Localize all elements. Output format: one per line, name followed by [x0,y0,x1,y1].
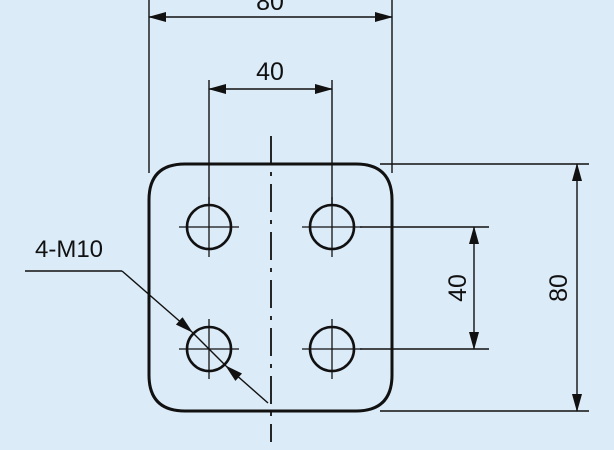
top-overall-dimension-text: 80 [256,0,284,16]
right-overall-dimension-text: 80 [545,274,573,302]
thread-callout-lower-leader [225,365,269,404]
thread-callout-text: 4-M10 [35,236,103,263]
right-hole-spacing-dimension-text: 40 [444,274,472,302]
plate-view [147,136,394,442]
right-overall-dimension: 80 [380,163,589,412]
thread-callout: 4-M10 [25,236,269,404]
right-hole-spacing-dimension: 40 [360,226,489,350]
thread-callout-diagonal-leader [121,270,193,333]
top-hole-spacing-dimension: 40 [208,58,333,205]
plate-outline [147,162,394,413]
top-overall-dimension: 80 [148,0,393,173]
thread-callout-through-hole [191,331,227,367]
hole-top-left [179,197,239,257]
top-hole-spacing-dimension-text: 40 [256,58,284,86]
hole-bottom-right [302,319,362,379]
